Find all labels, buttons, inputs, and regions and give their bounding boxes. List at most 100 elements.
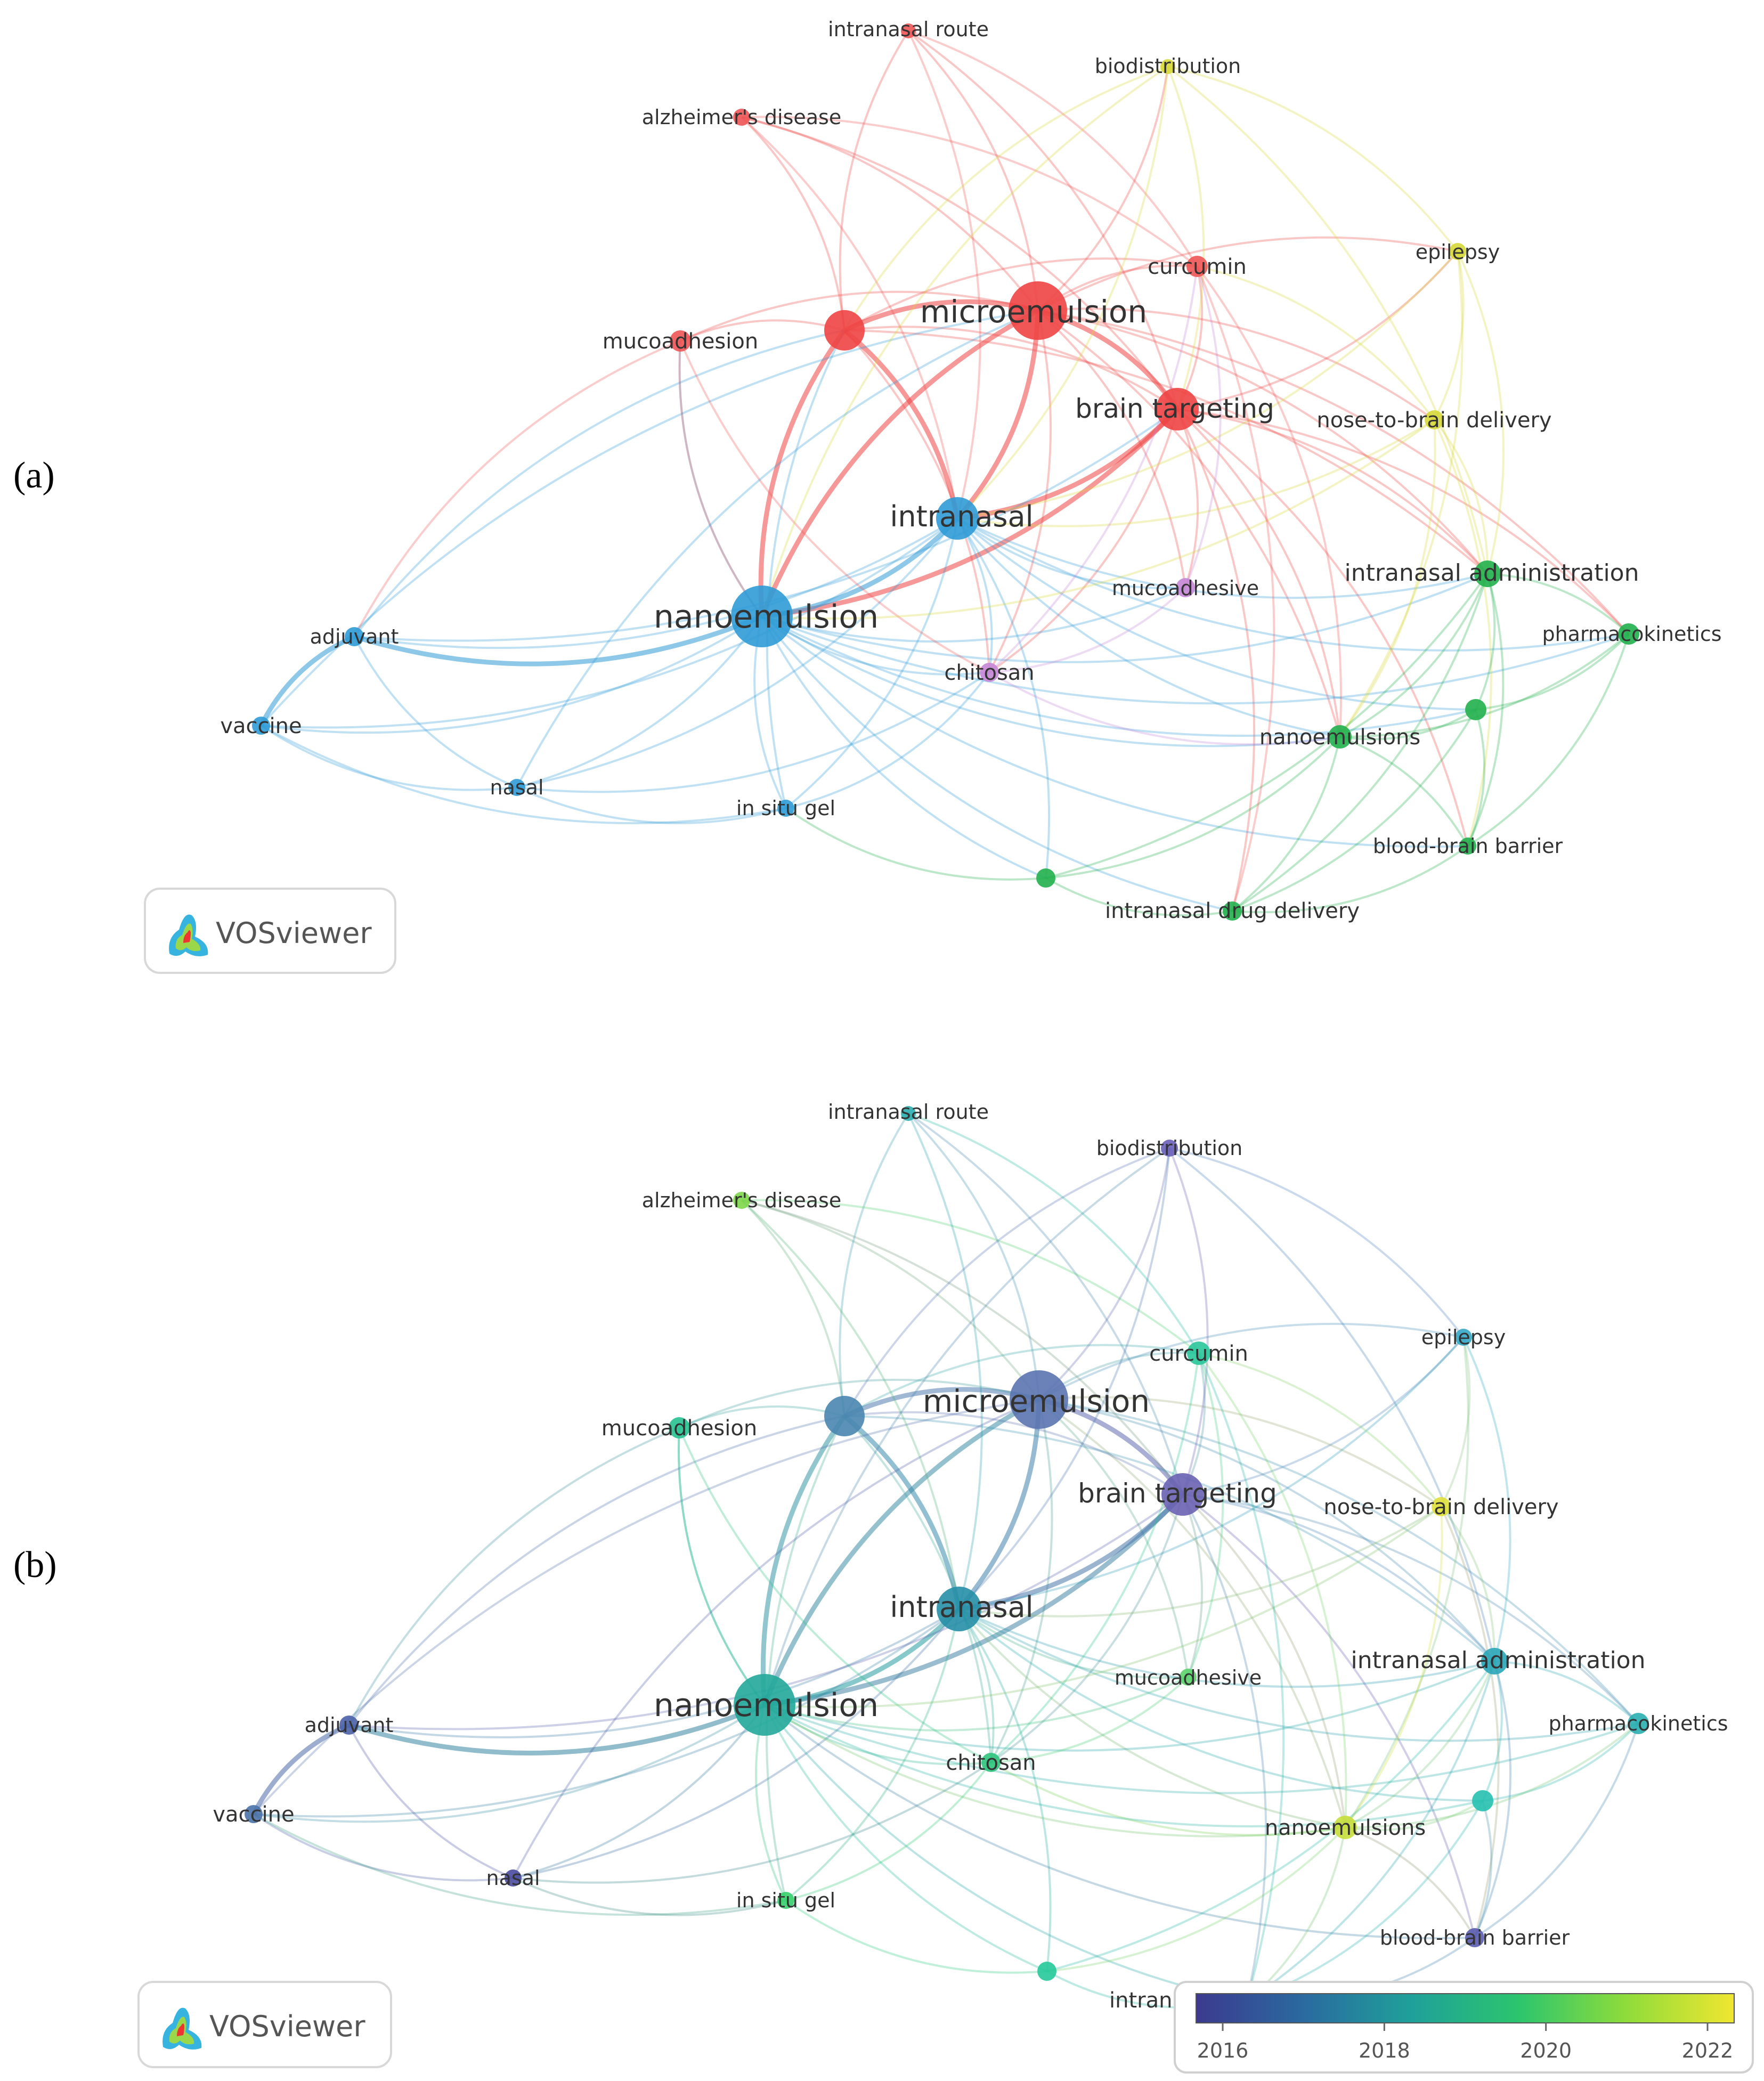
network-node[interactable] bbox=[777, 1892, 794, 1909]
network-node[interactable] bbox=[1186, 256, 1208, 277]
network-edge bbox=[1182, 1494, 1267, 2002]
network-node[interactable] bbox=[1472, 1790, 1493, 1811]
node-label: mucoadhesive bbox=[1115, 1666, 1262, 1689]
network-node[interactable] bbox=[1425, 410, 1444, 429]
network-node[interactable] bbox=[734, 1674, 795, 1736]
network-edge bbox=[253, 1813, 786, 1916]
node-label: intranasal administration bbox=[1351, 1647, 1646, 1674]
network-node[interactable] bbox=[1009, 281, 1067, 340]
network-node[interactable] bbox=[980, 663, 999, 682]
network-node[interactable] bbox=[1474, 560, 1501, 587]
network-edge bbox=[1467, 709, 1486, 847]
network-node[interactable] bbox=[937, 1587, 981, 1631]
network-edge bbox=[764, 1704, 1483, 1828]
network-edge bbox=[680, 290, 1038, 342]
network-node[interactable] bbox=[345, 627, 364, 646]
network-node[interactable] bbox=[1161, 1473, 1204, 1516]
network-edge bbox=[957, 419, 1435, 527]
network-node[interactable] bbox=[1455, 1329, 1472, 1346]
network-edge bbox=[679, 340, 990, 673]
network-edge bbox=[1433, 251, 1465, 420]
network-node[interactable] bbox=[1328, 725, 1352, 749]
network-node[interactable] bbox=[669, 1417, 690, 1438]
node-label: pharmacokinetics bbox=[1542, 622, 1721, 646]
network-node[interactable] bbox=[733, 1192, 750, 1209]
network-node[interactable] bbox=[508, 779, 525, 796]
vosviewer-logo-icon bbox=[162, 2007, 202, 2050]
network-edge bbox=[1182, 1336, 1465, 1495]
network-node[interactable] bbox=[1156, 388, 1199, 430]
network-edge bbox=[839, 30, 909, 331]
network-node[interactable] bbox=[1010, 1370, 1068, 1429]
network-node[interactable] bbox=[505, 1869, 522, 1887]
network-node[interactable] bbox=[339, 1716, 359, 1735]
network-node[interactable] bbox=[1449, 243, 1466, 260]
network-edge bbox=[1339, 419, 1436, 738]
node-label: in situ gel bbox=[736, 1889, 835, 1912]
network-node[interactable] bbox=[1176, 578, 1195, 597]
network-node[interactable] bbox=[1036, 868, 1055, 888]
network-node[interactable] bbox=[1465, 1928, 1484, 1947]
node-label: in situ gel bbox=[736, 796, 835, 820]
network-node[interactable] bbox=[1465, 699, 1486, 720]
network-edge bbox=[253, 1608, 960, 1818]
network-edge bbox=[761, 419, 1435, 620]
network-node[interactable] bbox=[731, 586, 793, 647]
network-edge bbox=[251, 1722, 350, 1816]
network-edge bbox=[354, 408, 1178, 642]
network-node[interactable] bbox=[901, 23, 916, 38]
network-edge bbox=[1475, 633, 1630, 711]
network-edge bbox=[1037, 310, 1186, 588]
network-node[interactable] bbox=[777, 800, 794, 817]
network-edge bbox=[1176, 266, 1204, 410]
network-node[interactable] bbox=[1223, 901, 1242, 921]
network-edge bbox=[348, 1725, 514, 1879]
network-edge bbox=[990, 1761, 1346, 1836]
network-node[interactable] bbox=[1481, 1648, 1508, 1674]
network-edge bbox=[1184, 266, 1222, 588]
node-label: nanoemulsion bbox=[654, 598, 879, 636]
node-label: mucoadhesion bbox=[603, 329, 758, 354]
network-node[interactable] bbox=[670, 330, 691, 352]
network-edge bbox=[1467, 573, 1505, 847]
network-edge bbox=[678, 1427, 991, 1763]
node-label: intranasal drug delivery bbox=[1105, 899, 1360, 923]
network-edge bbox=[958, 1608, 1483, 1802]
network-edge bbox=[1038, 1322, 1464, 1401]
network-node[interactable] bbox=[901, 1106, 916, 1121]
network-edge bbox=[907, 30, 1178, 410]
node-label: mucoadhesive bbox=[1112, 576, 1259, 600]
network-node[interactable] bbox=[1180, 1669, 1197, 1686]
network-edge bbox=[1474, 1723, 1639, 1939]
network-node[interactable] bbox=[245, 1805, 263, 1823]
network-node[interactable] bbox=[1334, 1816, 1357, 1839]
network-edge bbox=[353, 636, 517, 788]
network-edge bbox=[348, 1608, 960, 1738]
network-node[interactable] bbox=[1160, 59, 1175, 74]
network-node[interactable] bbox=[1432, 1497, 1451, 1516]
network-node[interactable] bbox=[1187, 1342, 1210, 1365]
network-edge bbox=[1494, 1660, 1639, 1725]
network-edge bbox=[260, 310, 1038, 727]
network-node[interactable] bbox=[1618, 623, 1639, 645]
network-node[interactable] bbox=[824, 310, 865, 351]
network-node[interactable] bbox=[733, 109, 750, 126]
node-label: nasal bbox=[490, 776, 543, 799]
network-node[interactable] bbox=[252, 717, 270, 735]
network-edge bbox=[1482, 1661, 1503, 1801]
network-node[interactable] bbox=[1161, 1140, 1178, 1157]
network-node[interactable] bbox=[981, 1753, 1001, 1772]
network-edge bbox=[741, 1199, 1184, 1495]
network-node[interactable] bbox=[1459, 838, 1476, 855]
network-edge bbox=[1176, 409, 1256, 912]
network-labels-a: intranasal routebiodistributionalzheimer… bbox=[220, 18, 1721, 923]
network-edge bbox=[958, 1608, 1189, 1679]
network-node[interactable] bbox=[824, 1396, 865, 1436]
network-edge bbox=[1231, 573, 1489, 912]
network-edge bbox=[761, 616, 1046, 879]
network-node[interactable] bbox=[1037, 1962, 1056, 1981]
network-node[interactable] bbox=[1628, 1713, 1649, 1734]
network-node[interactable] bbox=[936, 497, 979, 540]
network-edge bbox=[785, 1608, 960, 1901]
